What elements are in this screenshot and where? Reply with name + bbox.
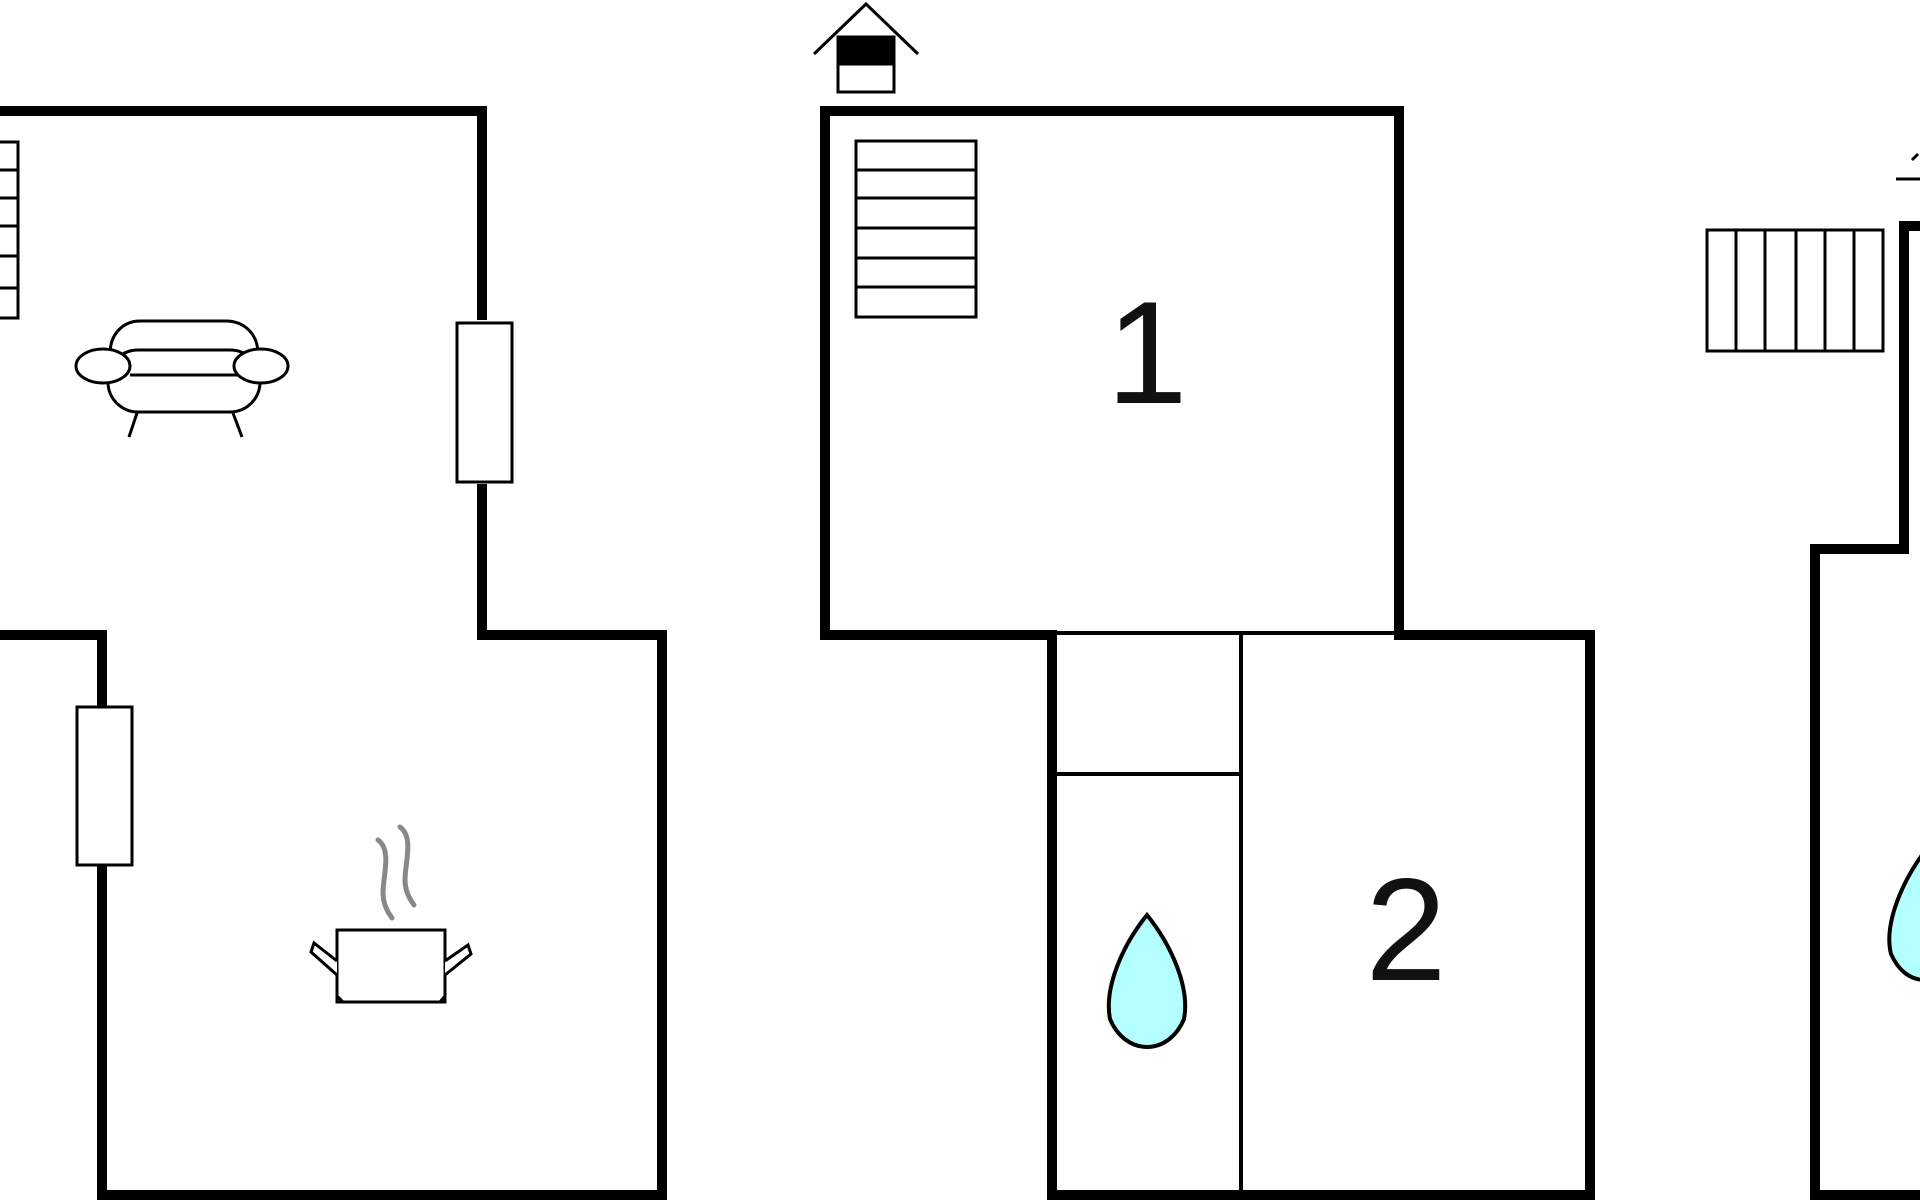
water-drop-icon [1887,854,1920,982]
room-1-label: 1 [1106,271,1187,434]
right-floor-marker [1896,152,1920,181]
room-2-label: 2 [1365,848,1446,1011]
middle-floor [820,106,1595,1200]
room-2-walls [1047,630,1595,1200]
living-kitchen-wall [97,484,667,1200]
kitchen-left-wall [0,630,107,707]
right-floor [1810,221,1920,1200]
staircase-icon [0,140,20,320]
radiator-icon [1705,228,1885,353]
left-floor [0,106,667,1200]
staircase-icon [854,139,978,319]
cooking-pot-icon [309,824,473,1004]
sofa-icon [74,319,290,438]
room-1-walls [820,106,1404,640]
kitchen-door [75,705,134,867]
chimney-icon [812,1,920,94]
living-room-walls [0,106,487,320]
left-floor-doors [75,321,514,867]
living-room-door [455,321,514,484]
right-floor-walls [1810,221,1920,1200]
water-drop-icon [1106,911,1188,1050]
middle-floor-partitions [1052,631,1399,1195]
